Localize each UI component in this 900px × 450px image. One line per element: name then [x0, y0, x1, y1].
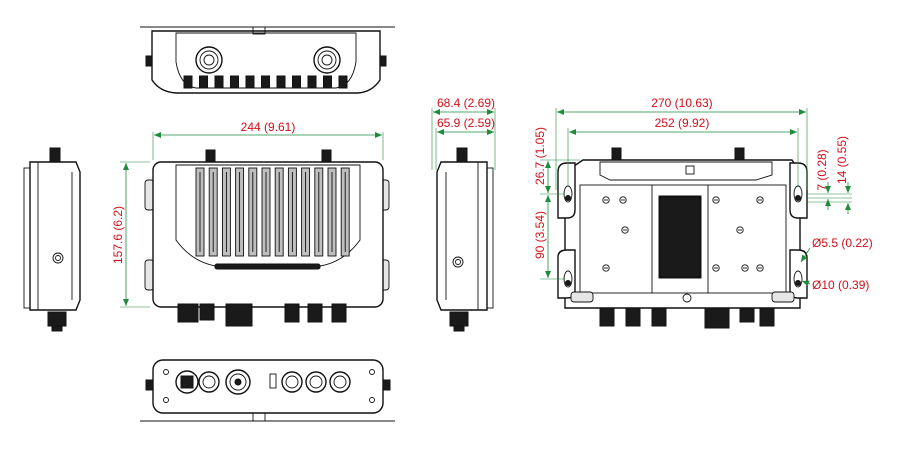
- bottom-port-2: [198, 371, 220, 393]
- dim-rear-total-width: 270 (10.63): [555, 96, 808, 190]
- dim-label-rear-total: 270 (10.63): [651, 96, 712, 110]
- dim-front-height: 157.6 (6.2): [111, 161, 150, 308]
- top-fin: [199, 75, 208, 89]
- dim-label-slot-large: 14 (0.55): [835, 136, 849, 184]
- dim-label-hole-small: Ø5.5 (0.22): [812, 236, 873, 250]
- top-fin: [292, 75, 301, 89]
- bottom-port-7: [329, 371, 351, 393]
- top-view: [140, 26, 395, 94]
- top-fin: [261, 75, 270, 89]
- screw: [756, 196, 764, 204]
- front-heatsink-fins: [195, 167, 350, 257]
- bottom-port-power: [225, 369, 251, 395]
- screw: [619, 196, 627, 204]
- top-heatsink-fins: [183, 75, 348, 89]
- top-fin: [276, 75, 286, 89]
- top-antenna-left: [195, 46, 223, 74]
- dim-label-rear-vertical: 90 (3.54): [533, 211, 547, 259]
- dim-side-depth: 68.4 (2.69) 65.9 (2.59): [431, 96, 496, 170]
- top-fin: [183, 75, 193, 89]
- screw: [621, 226, 629, 234]
- dim-label-hole-large: Ø10 (0.39): [812, 278, 869, 292]
- dim-hole-diameters: Ø5.5 (0.22) Ø10 (0.39): [800, 236, 873, 292]
- rear-mounting-screws: [602, 196, 764, 272]
- top-fin: [307, 75, 317, 89]
- screw: [741, 264, 749, 272]
- right-side-view: [436, 147, 494, 332]
- bottom-view: [140, 359, 395, 422]
- dim-rear-slot-offsets: 7 (0.28) 14 (0.55): [806, 136, 852, 214]
- dim-label-side-inner: 65.9 (2.59): [437, 116, 495, 130]
- mount-hole-bottom-right: [793, 270, 803, 288]
- screw: [756, 264, 764, 272]
- top-fin: [230, 75, 239, 89]
- front-connectors: [177, 303, 347, 327]
- dim-label-rear-spacing: 252 (9.92): [655, 116, 710, 130]
- top-antenna-right: [313, 46, 341, 74]
- top-fin: [214, 75, 224, 89]
- top-fin: [245, 75, 255, 89]
- rear-connectors: [599, 307, 775, 329]
- dim-rear-hole-spacing: 252 (9.92): [567, 116, 799, 186]
- dim-label-slot-small: 7 (0.28): [815, 149, 829, 190]
- dim-label-front-height: 157.6 (6.2): [111, 206, 125, 264]
- bottom-port-ethernet: [175, 370, 199, 394]
- top-fin: [323, 75, 332, 89]
- bottom-port-6: [305, 371, 327, 393]
- screw: [712, 264, 720, 272]
- dim-label-side-outer: 68.4 (2.69): [437, 96, 495, 110]
- dim-rear-top-offset: 26.7 (1.05): [533, 127, 580, 195]
- rear-view: [557, 147, 808, 329]
- left-side-view: [23, 147, 81, 332]
- top-fin: [338, 75, 348, 89]
- screw: [602, 196, 610, 204]
- dim-rear-hole-vertical: 90 (3.54): [533, 195, 565, 280]
- dim-front-width: 244 (9.61): [152, 120, 384, 160]
- screw: [602, 264, 610, 272]
- front-view: [144, 149, 390, 327]
- dim-label-rear-top-offset: 26.7 (1.05): [533, 127, 547, 185]
- screw: [712, 196, 720, 204]
- screw: [736, 226, 744, 234]
- bottom-port-5: [281, 371, 303, 393]
- dim-label-front-width: 244 (9.61): [241, 120, 296, 134]
